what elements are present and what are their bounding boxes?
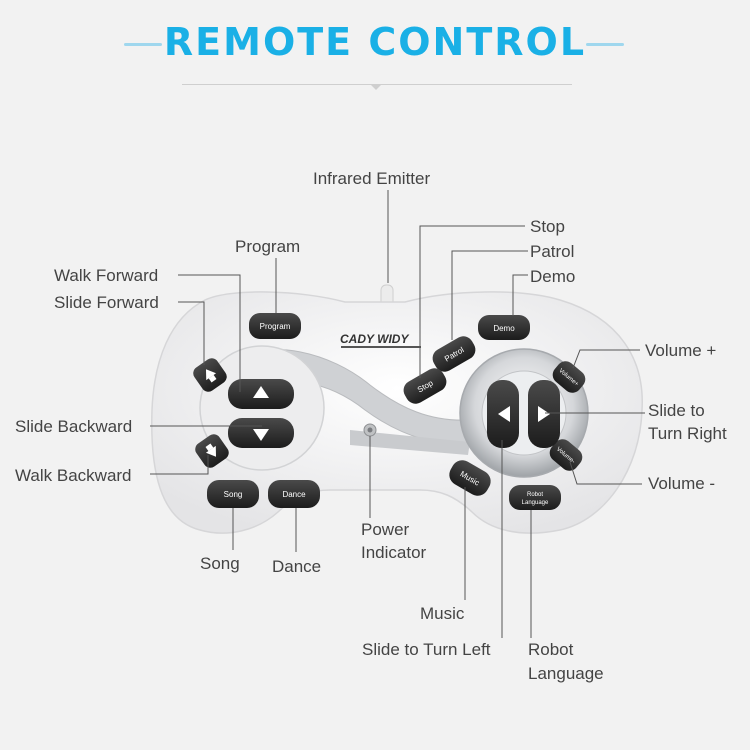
label-slide-to-turn-right-1: Slide to (648, 401, 705, 420)
label-song: Song (200, 554, 240, 573)
volume-minus-button[interactable]: Volume- (546, 436, 586, 475)
label-dance: Dance (272, 557, 321, 576)
label-walk-forward: Walk Forward (54, 266, 158, 285)
label-stop: Stop (530, 217, 565, 236)
song-button-label: Song (224, 490, 243, 499)
label-infrared-emitter: Infrared Emitter (313, 169, 430, 188)
robot-language-button-label-1: Robot (527, 492, 543, 498)
dance-button-label: Dance (282, 490, 306, 499)
program-button-label: Program (260, 322, 291, 331)
walk-backward-button[interactable] (193, 432, 232, 471)
title-caret (370, 84, 382, 90)
label-volume-minus: Volume - (648, 474, 715, 493)
label-program: Program (235, 237, 300, 256)
stop-button[interactable]: Stop (400, 365, 450, 408)
label-demo: Demo (530, 267, 575, 286)
title-decoration-right (586, 43, 624, 46)
label-music: Music (420, 604, 465, 623)
label-power-indicator-1: Power (361, 520, 410, 539)
dance-button[interactable]: Dance (268, 480, 320, 508)
demo-button[interactable]: Demo (478, 315, 530, 340)
slide-forward-button[interactable] (228, 379, 294, 409)
song-button[interactable]: Song (207, 480, 259, 508)
robot-language-button[interactable]: Robot Language (509, 485, 561, 510)
down-arrow-icon (253, 429, 269, 441)
label-walk-backward: Walk Backward (15, 466, 132, 485)
callout-labels: Infrared Emitter Stop Patrol Demo Progra… (15, 169, 727, 683)
program-button[interactable]: Program (249, 313, 301, 339)
label-power-indicator-2: Indicator (361, 543, 427, 562)
label-patrol: Patrol (530, 242, 574, 261)
page-title: REMOTE CONTROL (163, 20, 587, 64)
volume-plus-button[interactable]: Volume+ (549, 358, 589, 397)
up-arrow-icon (253, 386, 269, 398)
label-slide-to-turn-left: Slide to Turn Left (362, 640, 491, 659)
leader-lines (150, 190, 645, 638)
label-robot-language-1: Robot (528, 640, 574, 659)
label-robot-language-2: Language (528, 664, 604, 683)
slide-backward-button[interactable] (228, 418, 294, 448)
left-arrow-icon (498, 406, 510, 422)
label-slide-forward: Slide Forward (54, 293, 159, 312)
slide-to-turn-left-button[interactable] (487, 380, 519, 448)
walk-forward-button[interactable] (191, 356, 230, 395)
label-volume-plus: Volume + (645, 341, 716, 360)
brand-logo: CADY WIDY (340, 332, 421, 348)
brand-text: CADY WIDY (340, 332, 409, 346)
right-arrow-icon (538, 406, 550, 422)
robot-language-button-label-2: Language (522, 500, 549, 506)
power-indicator-led (363, 423, 377, 437)
label-slide-backward: Slide Backward (15, 417, 132, 436)
demo-button-label: Demo (493, 324, 515, 333)
walk-backward-arrow-icon (205, 445, 217, 457)
walk-forward-arrow-icon (205, 369, 217, 381)
patrol-button[interactable]: Patrol (429, 333, 479, 376)
label-slide-to-turn-right-2: Turn Right (648, 424, 727, 443)
title-decoration-left (124, 43, 162, 46)
music-button[interactable]: Music (445, 456, 494, 500)
slide-to-turn-right-button[interactable] (528, 380, 560, 448)
